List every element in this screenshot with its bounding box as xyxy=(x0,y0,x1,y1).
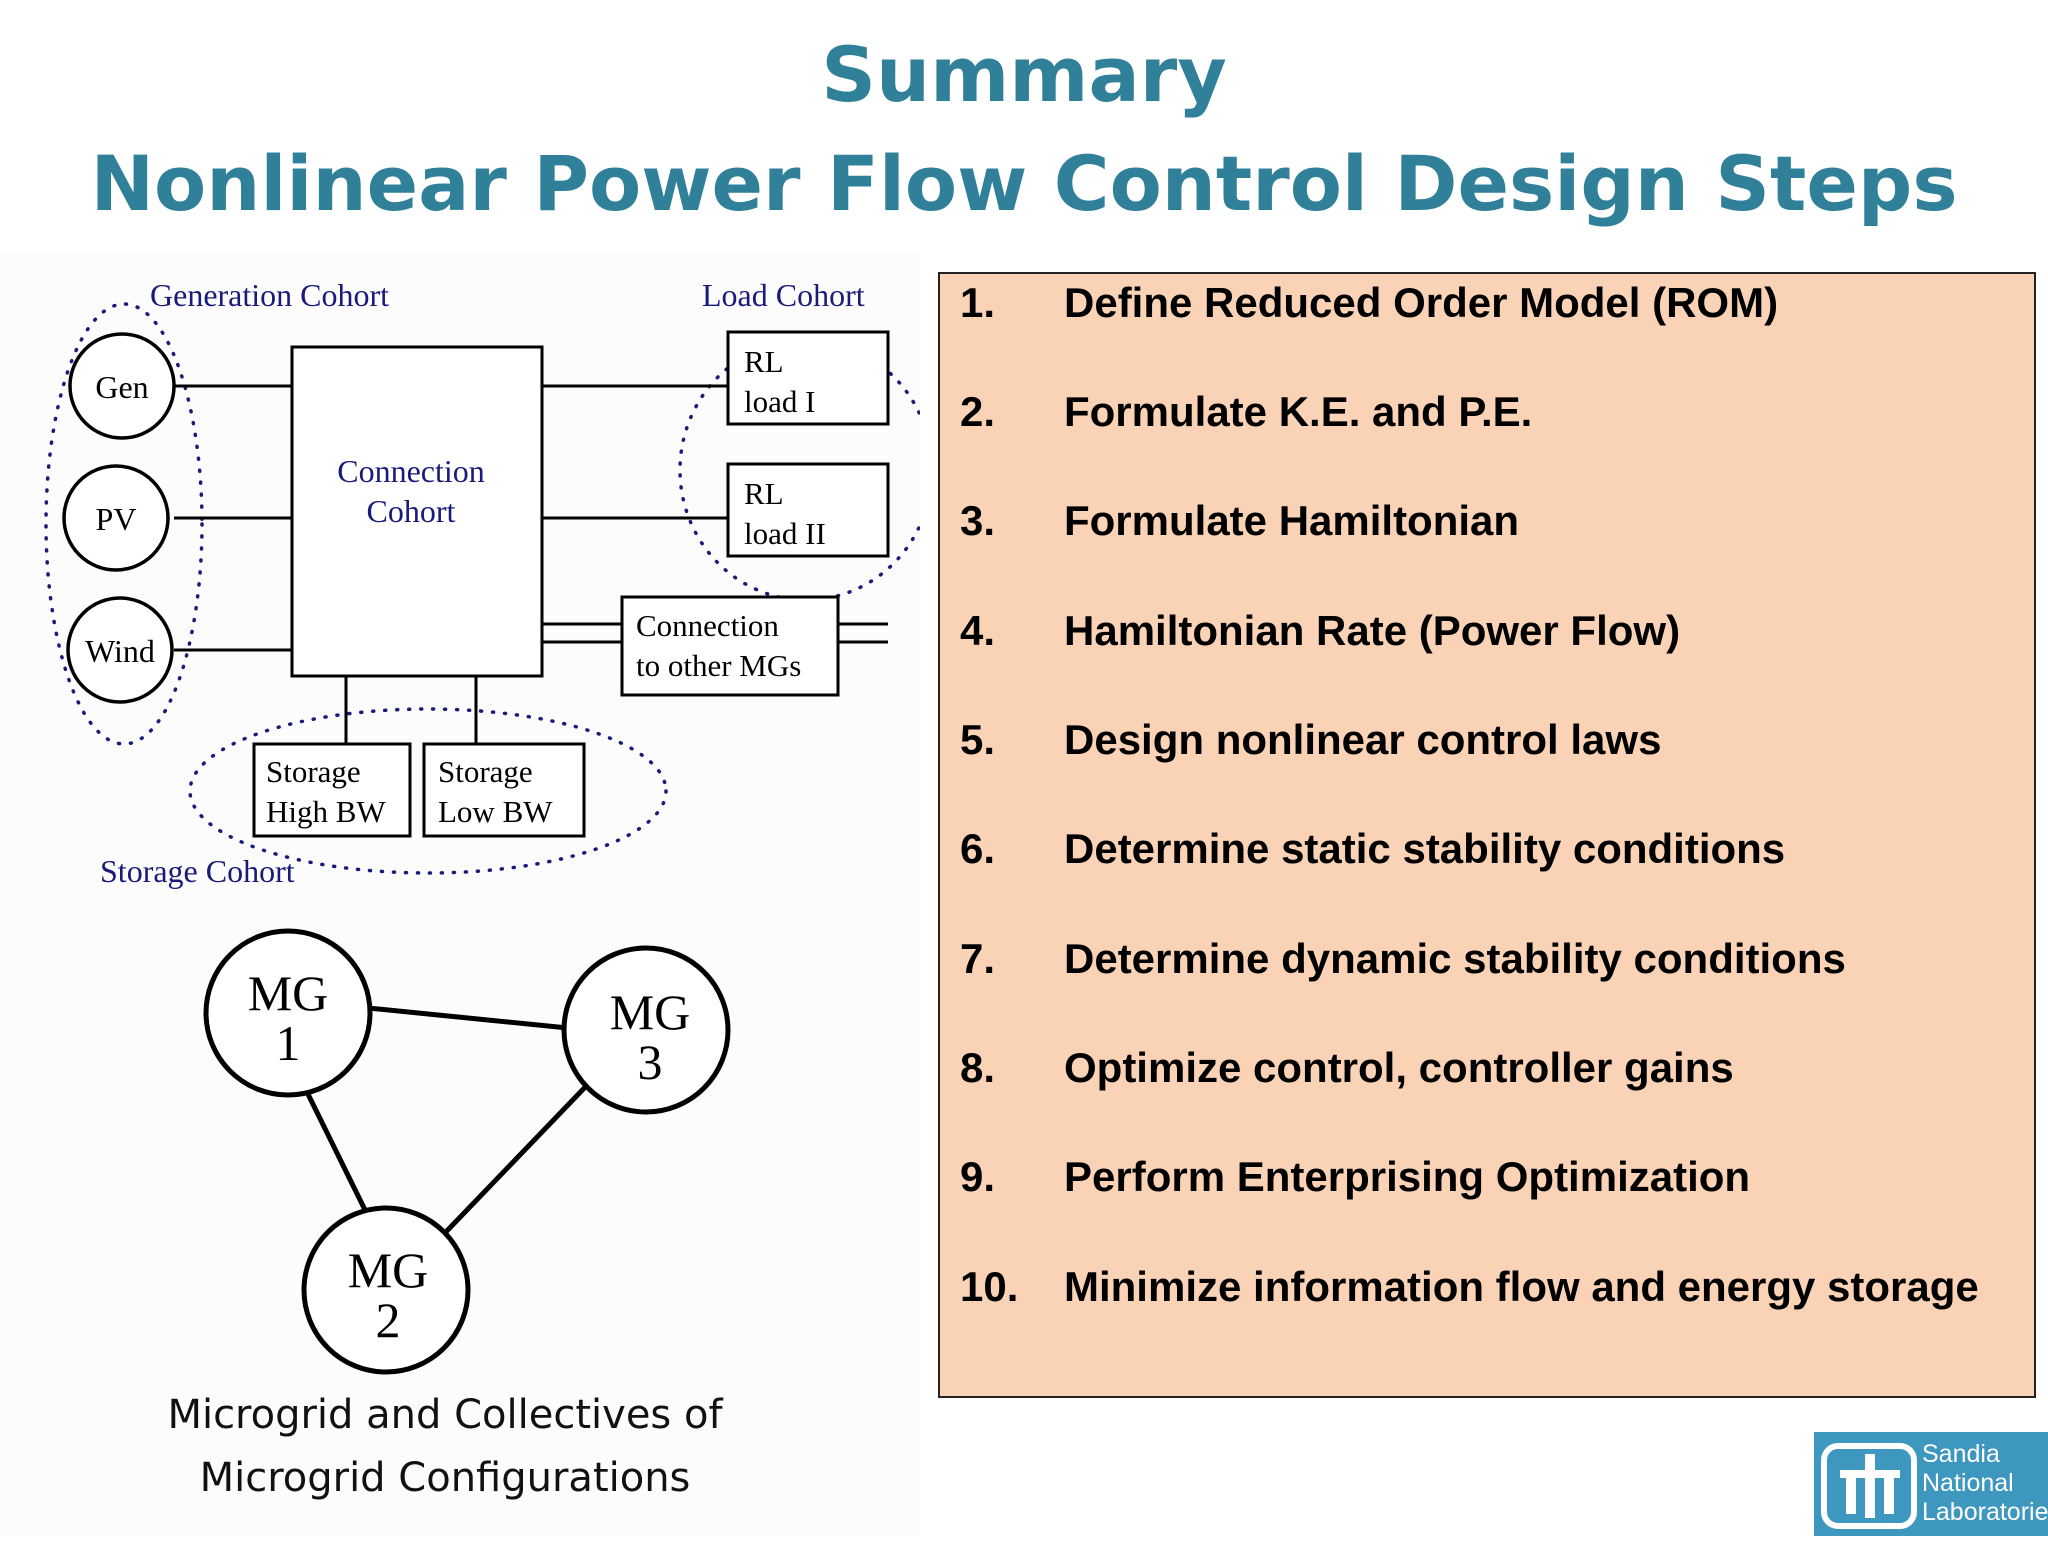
gen-label: Gen xyxy=(95,369,148,405)
diagram-caption: Microgrid and Collectives of Microgrid C… xyxy=(110,1384,780,1510)
storage-high-bw-box xyxy=(252,742,412,838)
rl-load-2-line1: RL xyxy=(744,476,784,511)
logo-text-line3: Laboratories xyxy=(1922,1498,2048,1526)
mg-3-label-line2: 3 xyxy=(638,1034,663,1090)
step-text: Define Reduced Order Model (ROM) xyxy=(1064,279,1779,326)
step-number: 9. xyxy=(960,1153,996,1200)
storage-low-bw-line1: Storage xyxy=(438,754,533,789)
mg-1-label-line1: MG xyxy=(248,965,329,1021)
rl-load-2-box xyxy=(726,462,890,558)
storage-cohort-label: Storage Cohort xyxy=(100,853,295,889)
mg-2-label-line2: 2 xyxy=(376,1292,401,1348)
logo-text-line2: National xyxy=(1922,1469,2014,1497)
connection-cohort-box xyxy=(290,345,544,678)
rl-load-1-line1: RL xyxy=(744,344,784,379)
generation-cohort-label: Generation Cohort xyxy=(150,277,389,313)
step-text: Perform Enterprising Optimization xyxy=(1064,1153,1751,1200)
storage-low-bw-line2: Low BW xyxy=(438,794,553,829)
storage-cohort-outline xyxy=(188,707,668,875)
generation-cohort-outline xyxy=(44,302,204,746)
storage-low-bw-box xyxy=(422,742,586,838)
mg-1-node xyxy=(203,928,373,1098)
design-steps-list: 1. Define Reduced Order Model (ROM) 2. F… xyxy=(938,272,2036,1398)
step-text: Determine dynamic stability conditions xyxy=(1064,935,1846,982)
wind-label: Wind xyxy=(85,633,155,669)
step-text: Hamiltonian Rate (Power Flow) xyxy=(1064,607,1681,654)
mg-2-label-line1: MG xyxy=(348,1242,429,1298)
step-number: 8. xyxy=(960,1044,996,1091)
gen-source xyxy=(68,332,176,440)
step-text: Minimize information flow and energy sto… xyxy=(1064,1263,1979,1310)
sandia-logo: Sandia National Laboratories xyxy=(1814,1432,2048,1536)
pv-label: PV xyxy=(96,501,137,537)
load-cohort-label: Load Cohort xyxy=(702,277,865,313)
step-number: 7. xyxy=(960,935,996,982)
slide-subtitle: Nonlinear Power Flow Control Design Step… xyxy=(90,139,1958,228)
other-mg-connection-line1: Connection xyxy=(636,608,779,643)
rl-load-2-line2: load II xyxy=(744,516,826,551)
step-number: 6. xyxy=(960,825,996,872)
rl-load-1-box xyxy=(726,330,890,426)
step-text: Determine static stability conditions xyxy=(1064,825,1786,872)
microgrid-links xyxy=(303,1005,594,1238)
thunderbird-icon xyxy=(1821,1443,1917,1529)
wind-source xyxy=(66,596,174,704)
step-number: 5. xyxy=(960,716,996,763)
step-text: Formulate Hamiltonian xyxy=(1064,497,1520,544)
storage-high-bw-line2: High BW xyxy=(266,794,386,829)
connection-cohort-label-line1: Connection xyxy=(337,453,485,489)
pv-source xyxy=(62,464,170,572)
step-text: Optimize control, controller gains xyxy=(1064,1044,1734,1091)
step-number: 2. xyxy=(960,388,996,435)
other-mg-connection-box xyxy=(620,595,840,697)
caption-line2: Microgrid Configurations xyxy=(199,1455,691,1501)
caption-line1: Microgrid and Collectives of xyxy=(167,1392,723,1438)
step-number: 1. xyxy=(960,279,996,326)
mg-1-label-line2: 1 xyxy=(276,1015,301,1071)
step-text: Design nonlinear control laws xyxy=(1064,716,1662,763)
step-number: 10. xyxy=(960,1263,1019,1310)
mg-3-label-line1: MG xyxy=(610,984,691,1040)
mg-2-node xyxy=(301,1205,471,1375)
step-number: 4. xyxy=(960,607,996,654)
microgrid-diagram: Generation Cohort Load Cohort Storage Co… xyxy=(44,277,934,1375)
step-text: Formulate K.E. and P.E. xyxy=(1064,388,1533,435)
diagram-panel: Generation Cohort Load Cohort Storage Co… xyxy=(0,250,934,1536)
mg-3-node xyxy=(561,945,731,1115)
other-mg-connection-line2: to other MGs xyxy=(636,648,801,683)
logo-text-line1: Sandia xyxy=(1922,1440,2000,1468)
step-number: 3. xyxy=(960,497,996,544)
connection-lines xyxy=(174,384,888,744)
rl-load-1-line2: load I xyxy=(744,384,815,419)
connection-cohort-label-line2: Cohort xyxy=(367,493,456,529)
storage-high-bw-line1: Storage xyxy=(266,754,361,789)
slide-title: Summary xyxy=(821,30,1227,119)
